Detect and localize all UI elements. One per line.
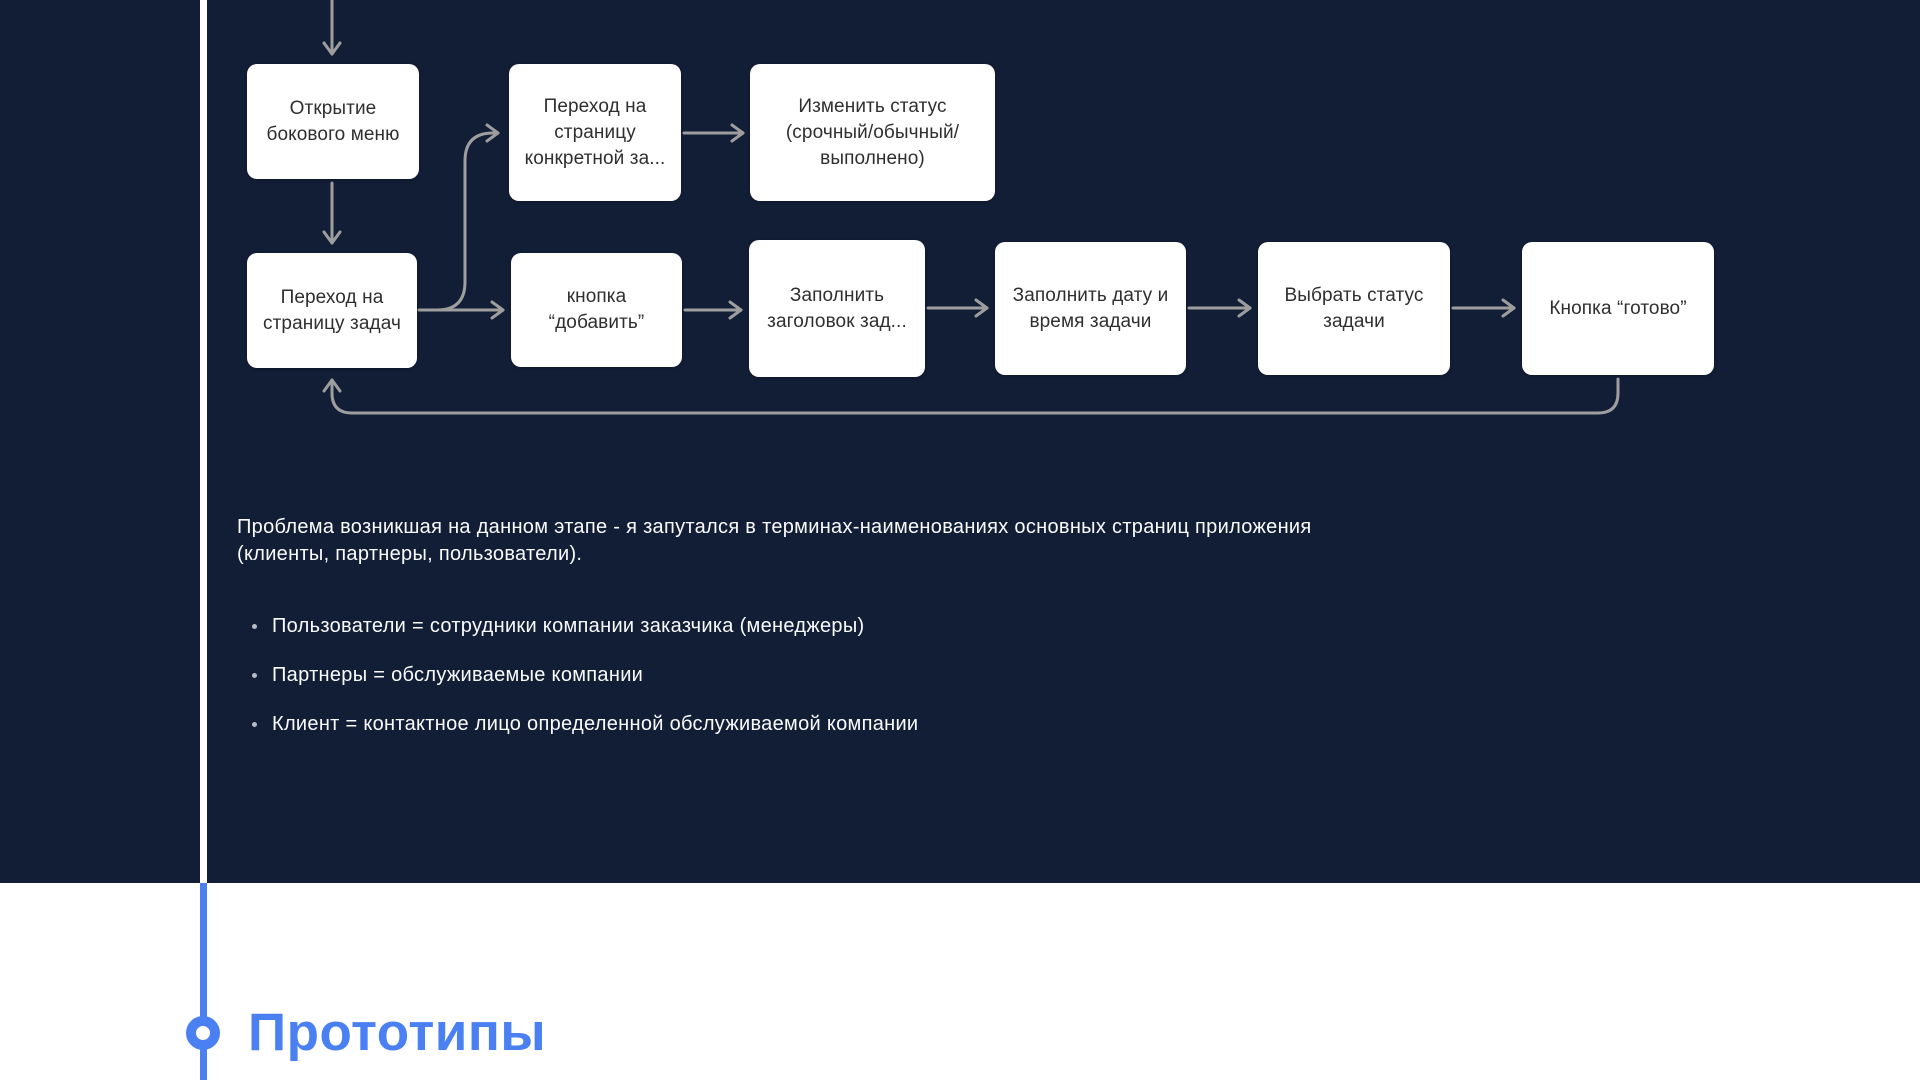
list-item-text: Партнеры = обслуживаемые компании bbox=[272, 664, 644, 686]
flow-node-fill-task-title[interactable]: Заполнить заголовок зад... bbox=[749, 240, 925, 377]
flow-node-open-side-menu[interactable]: Открытие бокового меню bbox=[247, 64, 419, 179]
timeline-line-bottom bbox=[200, 883, 207, 1080]
timeline-line-top bbox=[200, 0, 207, 883]
bullet-dot-icon bbox=[252, 722, 257, 727]
flow-diagram-section: Открытие бокового меню Переход на страни… bbox=[0, 0, 1920, 883]
arrow-done-back-to-tasks-page bbox=[322, 377, 1620, 415]
list-item: Пользователи = сотрудники компании заказ… bbox=[252, 602, 918, 651]
arrow-tasks-page-to-specific-task bbox=[435, 123, 500, 312]
prototypes-section bbox=[0, 883, 1920, 1080]
list-item: Клиент = контактное лицо определенной об… bbox=[252, 700, 918, 749]
flow-node-choose-task-status[interactable]: Выбрать статус задачи bbox=[1258, 242, 1450, 375]
flow-node-add-button[interactable]: кнопка “добавить” bbox=[511, 253, 682, 367]
terms-bullet-list: Пользователи = сотрудники компании заказ… bbox=[252, 602, 918, 749]
flow-node-go-tasks-page[interactable]: Переход на страницу задач bbox=[247, 253, 417, 368]
section-title: Прототипы bbox=[248, 1003, 547, 1062]
flow-node-fill-date-time[interactable]: Заполнить дату и время задачи bbox=[995, 242, 1186, 375]
problem-note: Проблема возникшая на данном этапе - я з… bbox=[237, 516, 1312, 565]
flow-node-done-button[interactable]: Кнопка “готово” bbox=[1522, 242, 1714, 375]
flow-node-change-status[interactable]: Изменить статус (срочный/обычный/ выполн… bbox=[750, 64, 995, 201]
flow-node-go-specific-task-page[interactable]: Переход на страницу конкретной за... bbox=[509, 64, 681, 201]
timeline-marker-icon bbox=[186, 1016, 220, 1050]
list-item-text: Клиент = контактное лицо определенной об… bbox=[272, 713, 919, 735]
bullet-dot-icon bbox=[252, 624, 257, 629]
list-item-text: Пользователи = сотрудники компании заказ… bbox=[272, 615, 865, 637]
bullet-dot-icon bbox=[252, 673, 257, 678]
list-item: Партнеры = обслуживаемые компании bbox=[252, 651, 918, 700]
